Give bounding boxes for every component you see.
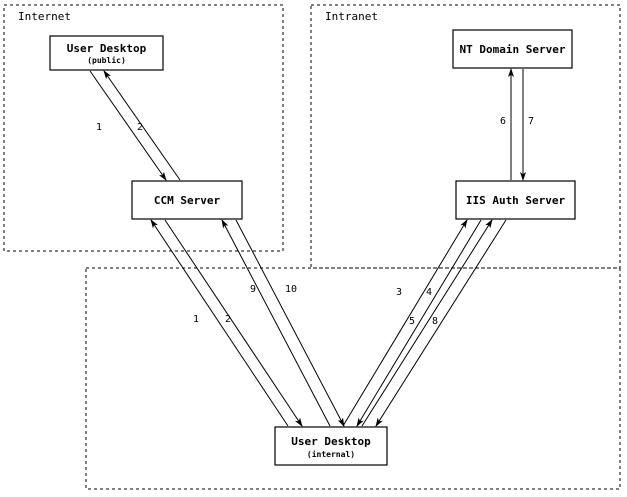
zone-label-internet: Internet [18, 10, 71, 23]
node-title-nt-domain-server: NT Domain Server [460, 43, 566, 56]
zone-boundary-bottom [85, 267, 621, 490]
node-iis-auth-server: IIS Auth Server [455, 180, 576, 220]
flow-line-flow-3 [342, 219, 468, 427]
flow-label-flow-4: 4 [426, 287, 432, 298]
flow-line-flow-1-public [89, 70, 167, 181]
node-box-user-desktop-public [49, 35, 164, 71]
node-user-desktop-internal: User Desktop(internal) [274, 426, 388, 466]
flow-line-flow-10 [235, 219, 345, 427]
flow-label-flow-7: 7 [528, 116, 534, 127]
node-subtitle-user-desktop-internal: (internal) [307, 449, 355, 459]
flow-label-flow-10: 10 [285, 284, 297, 295]
node-title-iis-auth-server: IIS Auth Server [466, 194, 566, 207]
flow-line-flow-2-internal [164, 219, 303, 427]
flows-layer [89, 68, 526, 427]
zones-layer: Internet Intranet [3, 4, 621, 490]
flow-label-flow-6: 6 [500, 116, 506, 127]
flow-label-flow-5: 5 [409, 316, 415, 327]
zone-bottom [85, 267, 621, 490]
zone-label-intranet: Intranet [325, 10, 378, 23]
node-nt-domain-server: NT Domain Server [452, 29, 573, 69]
node-box-iis-auth-server [455, 180, 576, 220]
node-box-ccm-server [131, 180, 243, 220]
flow-label-flow-9: 9 [250, 284, 256, 295]
flow-labels-layer: 1 2 1 2 9 10 3 4 5 8 6 7 [96, 116, 534, 327]
node-box-user-desktop-internal [274, 426, 388, 466]
zone-boundary-internet [3, 4, 284, 252]
flow-label-flow-3: 3 [396, 287, 402, 298]
flow-label-flow-2-public: 2 [137, 122, 143, 133]
node-ccm-server: CCM Server [131, 180, 243, 220]
flow-label-flow-1-public: 1 [96, 122, 102, 133]
flow-line-flow-9 [221, 219, 331, 427]
node-title-ccm-server: CCM Server [154, 194, 221, 207]
flow-line-flow-2-public [103, 70, 181, 181]
zone-internet: Internet [3, 4, 284, 252]
node-subtitle-user-desktop-public: (public) [87, 55, 126, 65]
node-title-user-desktop-internal: User Desktop [291, 435, 371, 448]
flow-line-flow-1-internal [150, 219, 289, 427]
flow-label-flow-2-internal: 2 [225, 314, 231, 325]
node-user-desktop-public: User Desktop(public) [49, 35, 164, 71]
flow-line-flow-8 [375, 219, 507, 427]
flow-label-flow-1-internal: 1 [193, 314, 199, 325]
flow-label-flow-8: 8 [432, 316, 438, 327]
node-title-user-desktop-public: User Desktop [67, 42, 147, 55]
flow-line-flow-4 [356, 219, 482, 427]
flow-line-flow-5 [361, 219, 493, 427]
node-box-nt-domain-server [452, 29, 573, 69]
